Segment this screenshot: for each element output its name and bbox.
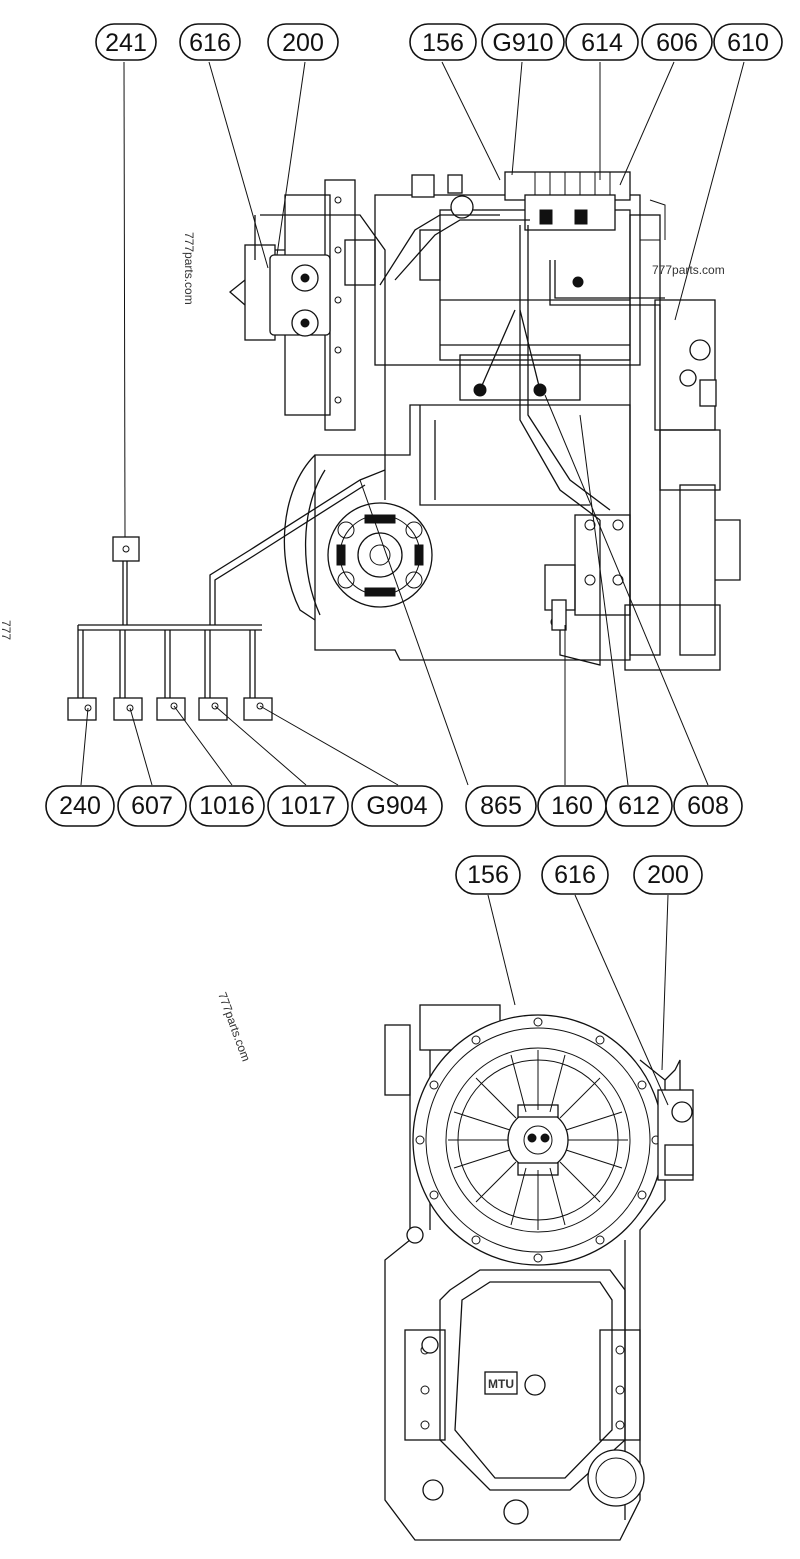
callouts-front-view: 156 616 200 [455,855,703,895]
watermark-bottom-rotated: 777parts.com [215,990,253,1063]
svg-text:608: 608 [687,792,729,820]
svg-text:160: 160 [551,792,593,820]
callouts-top-row: 241 616 200 156 G910 614 606 610 [95,23,783,61]
callout-241: 241 [95,23,157,61]
svg-text:607: 607 [131,792,173,820]
svg-text:1017: 1017 [280,792,336,820]
svg-text:241: 241 [105,29,147,57]
callout-865: 865 [465,785,537,827]
watermark-left-edge: 777 [0,620,13,640]
callout-607: 607 [117,785,187,827]
callout-1017: 1017 [267,785,349,827]
callout-front-616: 616 [541,855,609,895]
connector-240 [67,697,97,721]
callout-g910: G910 [481,23,565,61]
connector-1017 [198,697,228,721]
callout-616: 616 [179,23,241,61]
callout-1016: 1016 [189,785,265,827]
svg-text:156: 156 [422,29,464,57]
svg-text:610: 610 [727,29,769,57]
watermark-top-vertical: 777parts.com [182,232,196,305]
connector-607 [113,697,143,721]
callout-front-200: 200 [633,855,703,895]
side-view-drawing [209,171,741,671]
callout-608: 608 [673,785,743,827]
svg-text:240: 240 [59,792,101,820]
svg-text:G904: G904 [366,792,427,820]
callout-240: 240 [45,785,115,827]
svg-text:616: 616 [189,29,231,57]
svg-text:614: 614 [581,29,623,57]
svg-text:616: 616 [554,861,596,889]
front-view-drawing: MTU [384,1004,694,1541]
connector-241 [112,536,140,562]
watermark-top-horizontal: 777parts.com [652,263,725,277]
callout-612: 612 [605,785,673,827]
svg-text:200: 200 [282,29,324,57]
wiring-harness [67,536,273,721]
callout-front-156: 156 [455,855,521,895]
leader-lines-top [80,61,745,786]
connector-g904 [243,697,273,721]
manufacturer-logo: MTU [488,1377,514,1391]
callouts-bottom-row: 240 607 1016 1017 G904 865 160 612 608 [45,785,743,827]
callout-606: 606 [641,23,713,61]
leader-lines-bottom [487,894,669,1106]
svg-text:156: 156 [467,861,509,889]
svg-text:612: 612 [618,792,660,820]
callout-160: 160 [537,785,607,827]
connector-1016 [156,697,186,721]
svg-text:865: 865 [480,792,522,820]
callout-g904: G904 [351,785,443,827]
callout-200: 200 [267,23,339,61]
callout-156: 156 [409,23,477,61]
callout-614: 614 [565,23,639,61]
callout-610: 610 [713,23,783,61]
svg-text:G910: G910 [492,29,553,57]
svg-text:200: 200 [647,861,689,889]
svg-text:606: 606 [656,29,698,57]
svg-text:1016: 1016 [199,792,255,820]
